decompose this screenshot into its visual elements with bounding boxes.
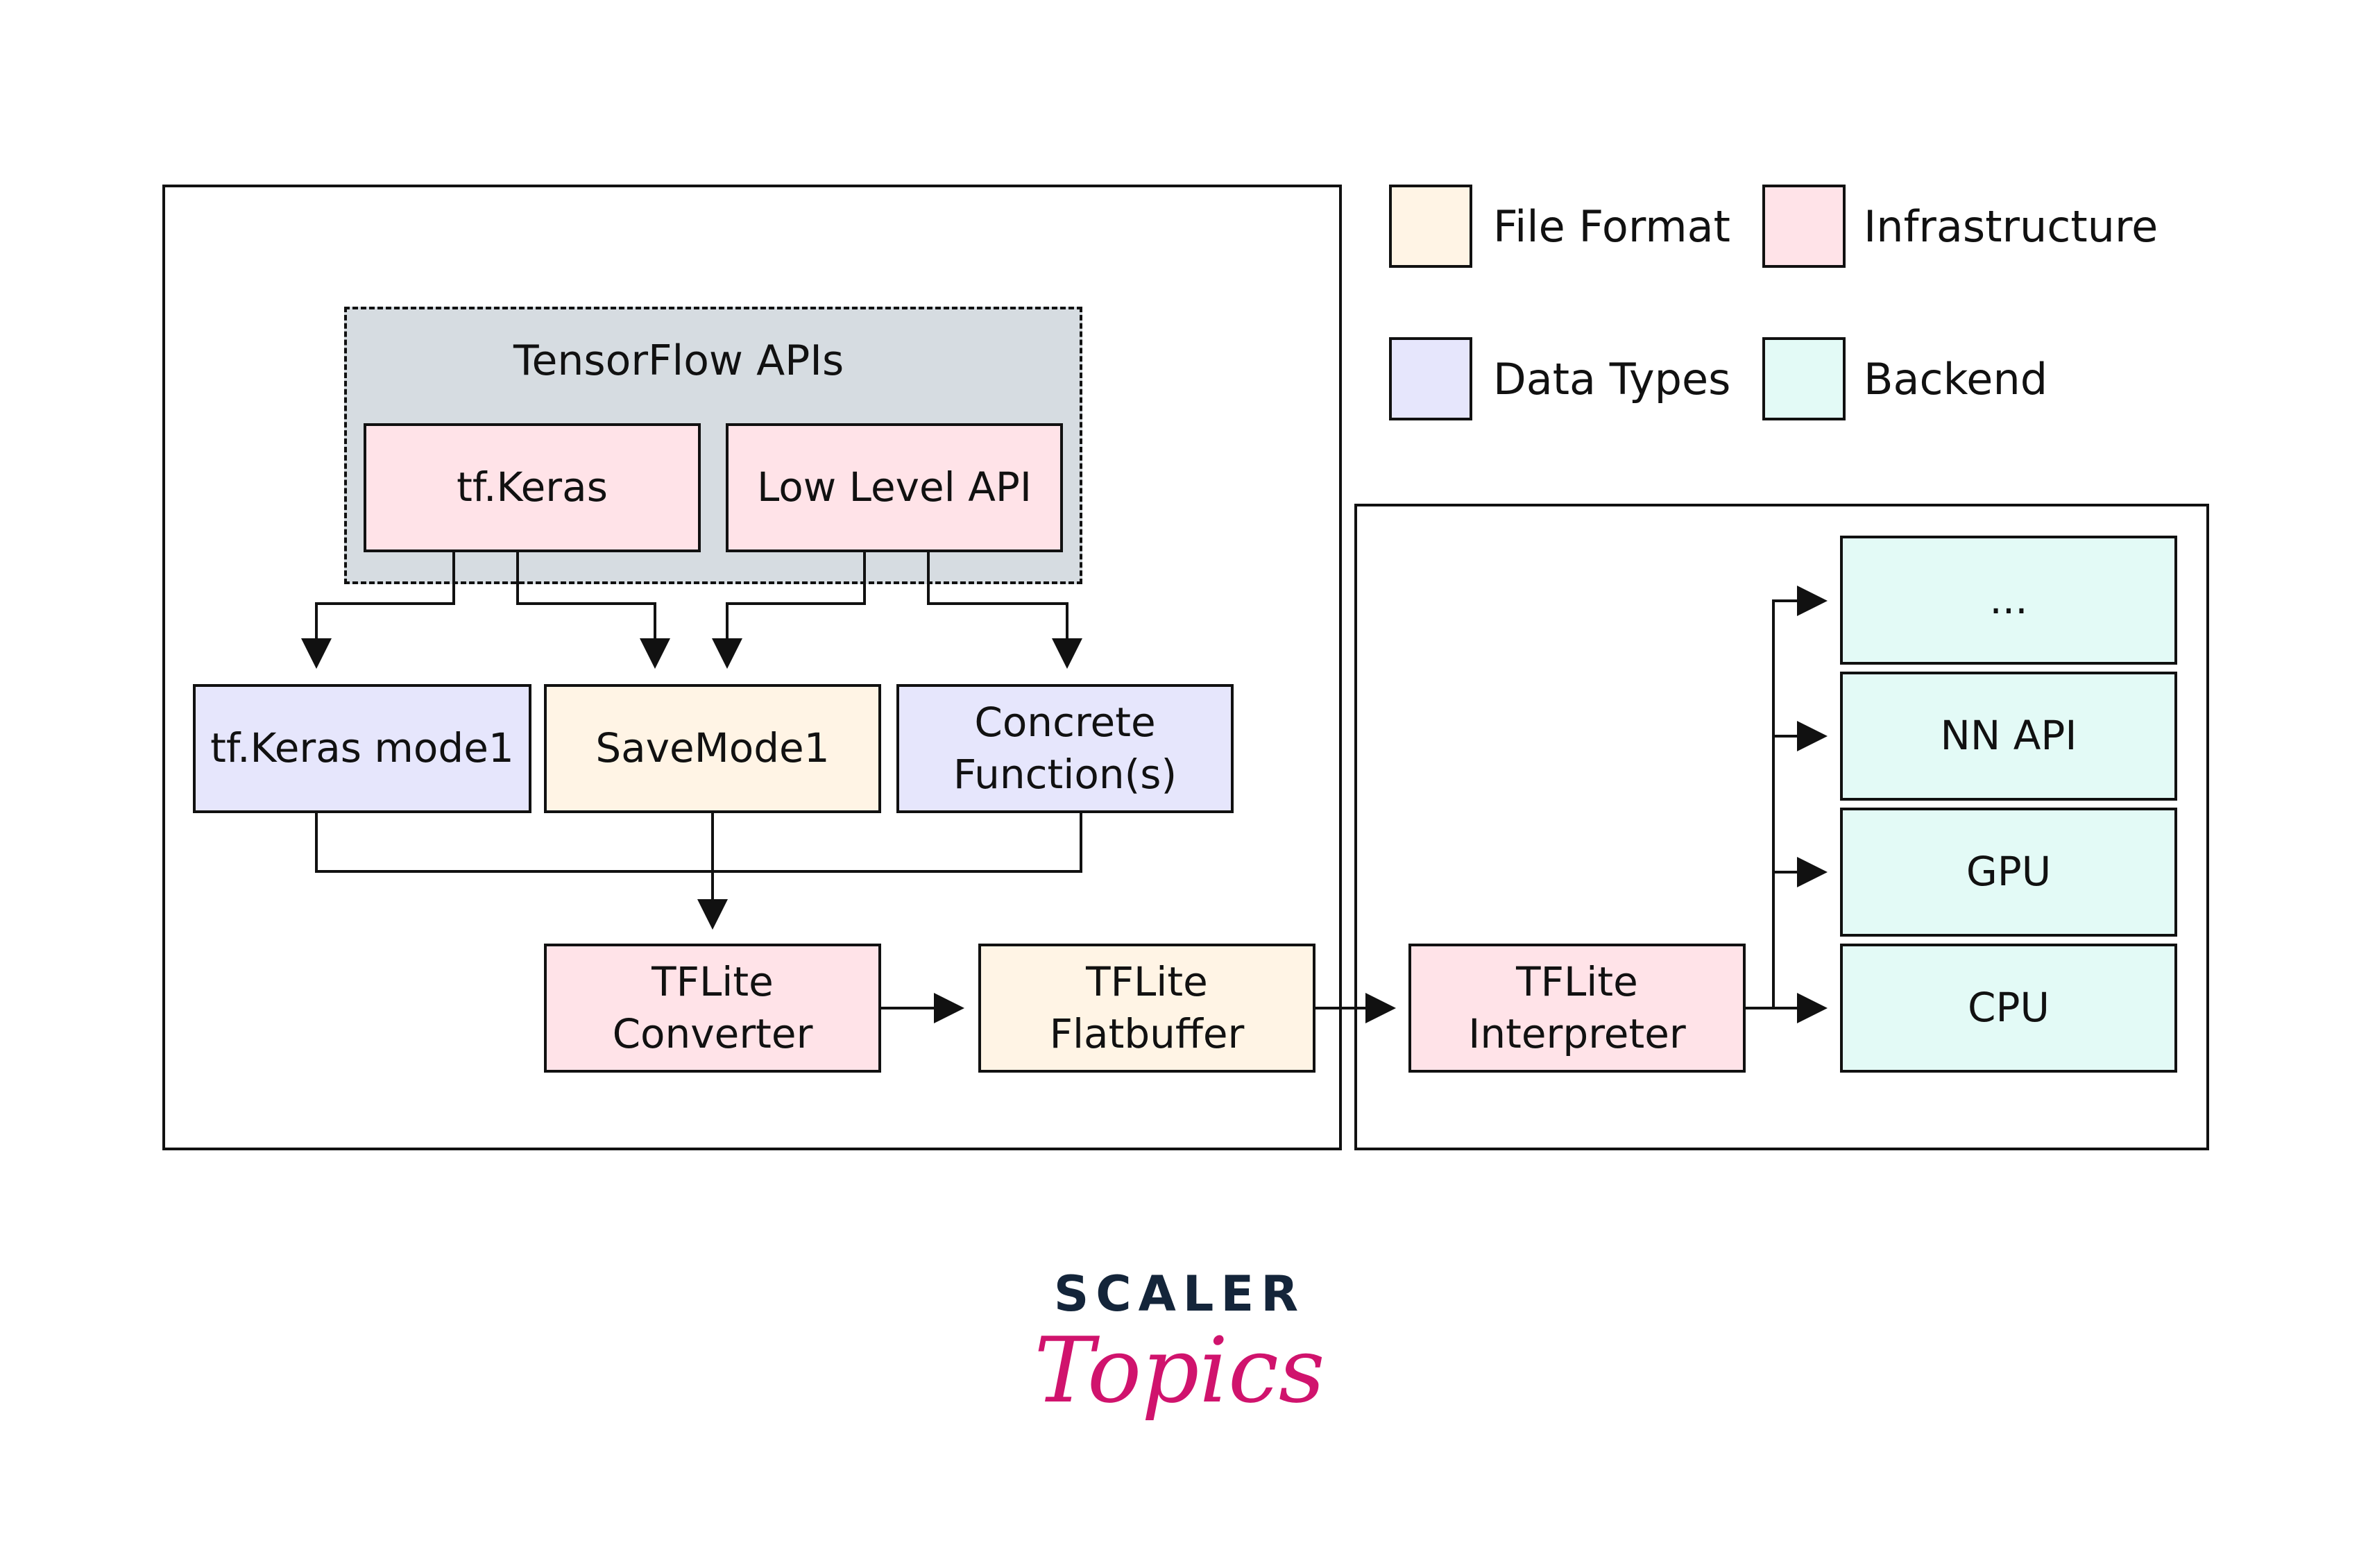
arrowhead-cpu	[1797, 993, 1828, 1023]
tf-keras-model-node: tf.Keras mode1	[193, 684, 531, 813]
tf-keras-node: tf.Keras	[364, 423, 701, 552]
arrowhead-flatbuffer	[934, 993, 964, 1023]
logo-wordmark-scaler: SCALER	[1053, 1266, 1306, 1322]
legend-swatch-backend	[1762, 337, 1846, 420]
tensorflow-apis-title: TensorFlow APIs	[513, 336, 844, 385]
tflite-interpreter-node: TFLite Interpreter	[1408, 944, 1746, 1073]
arrowhead-concrete	[1052, 638, 1082, 669]
arrowhead-interpreter	[1365, 993, 1396, 1023]
legend-label-data-types: Data Types	[1493, 353, 1731, 404]
cpu-node: CPU	[1840, 944, 2177, 1073]
nn-api-node: NN API	[1840, 672, 2177, 801]
arrowhead-nn-api	[1797, 721, 1828, 751]
arrowhead-savemodel-a	[640, 638, 670, 669]
edge-keras-to-savemodel	[516, 552, 656, 652]
conversion-frame	[162, 185, 1342, 1150]
tflite-flatbuffer-node: TFLite Flatbuffer	[978, 944, 1315, 1073]
arrowhead-keras-model	[301, 638, 332, 669]
edge-keras-to-keras-model	[315, 552, 455, 652]
arrowhead-backend-more	[1797, 586, 1828, 616]
arrowhead-gpu	[1797, 857, 1828, 887]
legend-label-file-format: File Format	[1493, 201, 1730, 252]
deployment-frame	[1354, 504, 2209, 1150]
arrowhead-converter	[697, 899, 728, 930]
legend-swatch-data-types	[1389, 337, 1472, 420]
legend-label-infrastructure: Infrastructure	[1864, 201, 2158, 252]
legend-swatch-file-format	[1389, 185, 1472, 268]
legend-swatch-infrastructure	[1762, 185, 1846, 268]
concrete-function-node: Concrete Function(s)	[896, 684, 1234, 813]
gpu-node: GPU	[1840, 808, 2177, 937]
edge-lowlevel-to-savemodel	[726, 552, 866, 652]
edge-lowlevel-to-concrete	[927, 552, 1068, 652]
tflite-converter-node: TFLite Converter	[544, 944, 881, 1073]
low-level-api-node: Low Level API	[726, 423, 1063, 552]
logo-wordmark-topics: Topics	[1034, 1318, 1325, 1423]
legend-label-backend: Backend	[1864, 353, 2048, 404]
backend-more-node: ...	[1840, 536, 2177, 665]
arrowhead-savemodel-b	[712, 638, 742, 669]
edge-interpreter-bus	[1772, 599, 1808, 1008]
save-model-node: SaveMode1	[544, 684, 881, 813]
edge-keras-model-merge	[315, 813, 1082, 873]
